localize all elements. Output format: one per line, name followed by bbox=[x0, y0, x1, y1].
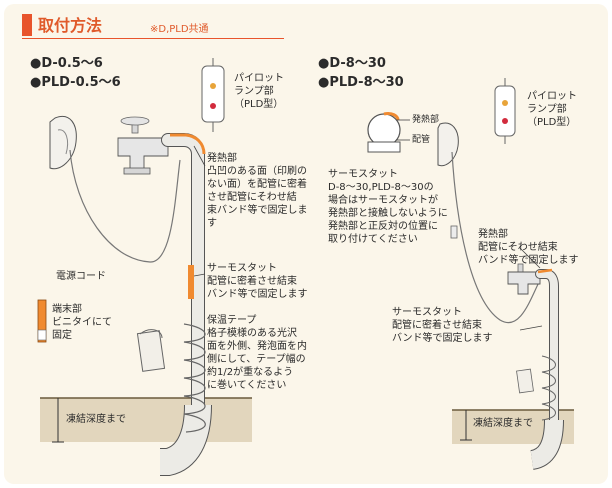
left-heater-label: 発熱部 凸凹のある面（印刷の ない面）を配管に密着 させ配管にそわせ結 束バンド… bbox=[207, 153, 308, 229]
right-thermostat-note: サーモスタット D-8～30,PLD-8～30の 場合はサーモスタットが 発熱部… bbox=[328, 169, 448, 245]
left-ground bbox=[40, 397, 252, 442]
right-wall bbox=[437, 122, 459, 167]
left-freeze-depth-label: 凍結深度まで bbox=[66, 414, 126, 425]
right-freeze-depth-label: 凍結深度まで bbox=[473, 418, 533, 429]
left-pilot-lamp-label: パイロット ランプ部 （PLD型） bbox=[234, 73, 284, 110]
left-model-names: ●D-0.5～6 ●PLD-0.5～6 bbox=[30, 54, 121, 92]
left-thermostat-label: サーモスタット 配管に密着させ結束 バンド等で固定します bbox=[207, 263, 308, 300]
left-tape-label: 保温テープ 格子模様のある光沢 面を外側、発泡面を内 側にして、テープ幅の 約1… bbox=[207, 315, 307, 391]
right-heater-label: 発熱部 配管にそわせ結束 バンド等で固定します bbox=[478, 229, 579, 266]
right-model-names: ●D-8～30 ●PLD-8～30 bbox=[318, 54, 404, 92]
left-model-pld: ●PLD-0.5～6 bbox=[30, 75, 121, 90]
right-pipe-tag: 配管 bbox=[412, 135, 431, 145]
left-end-part-label: 端末部 ビニタイにて 固定 bbox=[52, 304, 112, 341]
left-end-part bbox=[37, 299, 47, 343]
left-tape-wrap bbox=[136, 323, 206, 433]
left-power-cord-label: 電源コード bbox=[56, 271, 106, 282]
right-leaders bbox=[519, 247, 543, 331]
left-leaders bbox=[193, 145, 206, 277]
right-model-pld: ●PLD-8～30 bbox=[318, 75, 404, 90]
left-model-d: ●D-0.5～6 bbox=[30, 56, 103, 71]
left-power-cord bbox=[69, 149, 181, 263]
left-heater-strip bbox=[170, 133, 206, 299]
left-wall bbox=[49, 116, 77, 170]
right-riser-pipe bbox=[516, 268, 564, 470]
right-pilot-lamp-label: パイロット ランプ部 （PLD型） bbox=[527, 91, 577, 128]
right-depth-marker bbox=[460, 410, 472, 441]
right-cross-section bbox=[367, 112, 410, 153]
right-heater-tag: 発熱部 bbox=[412, 115, 440, 125]
heading-accent-bar bbox=[22, 14, 32, 36]
heading-rule bbox=[22, 38, 284, 39]
left-depth-marker bbox=[52, 398, 64, 443]
right-thermostat-label: サーモスタット 配管に密着させ結束 バンド等で固定します bbox=[392, 307, 493, 344]
right-power-cord bbox=[450, 151, 541, 324]
right-pilot-lamp bbox=[494, 78, 516, 144]
left-pilot-lamp bbox=[201, 58, 225, 132]
right-model-d: ●D-8～30 bbox=[318, 56, 386, 71]
section-title: 取付方法 bbox=[38, 16, 103, 35]
left-faucet bbox=[117, 116, 169, 175]
section-note: ※D,PLD共通 bbox=[150, 24, 209, 35]
